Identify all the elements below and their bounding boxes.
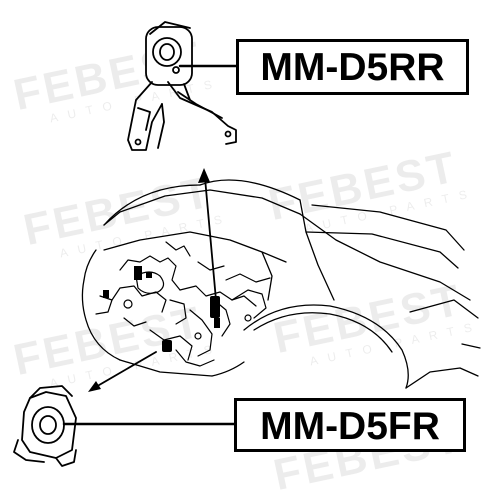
- part-label-rear-mount: MM-D5RR: [236, 39, 469, 95]
- pointer-arrows: [93, 177, 217, 389]
- engine-details: [103, 266, 220, 352]
- vehicle-illustration: [81, 179, 481, 389]
- engine-bay-illustration: [95, 241, 271, 367]
- front-mount-illustration: [13, 385, 77, 467]
- part-label-front-mount: MM-D5FR: [234, 398, 466, 452]
- arrowheads: [88, 168, 210, 392]
- rear-mount-illustration: [127, 21, 237, 151]
- label-leaders: [62, 64, 238, 426]
